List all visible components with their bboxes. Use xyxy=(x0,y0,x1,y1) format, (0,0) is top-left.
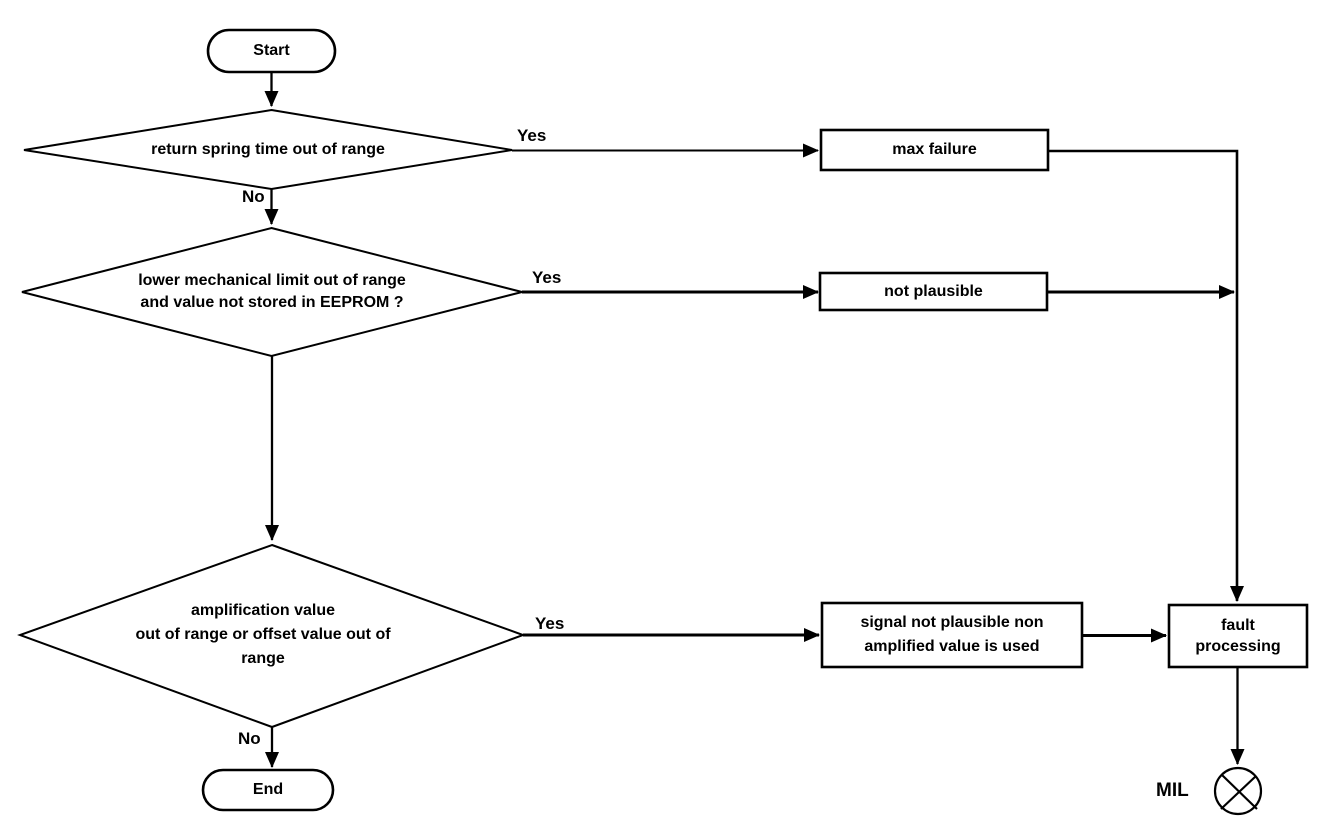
edge-max-failure-to-fault-processing xyxy=(1048,149,1244,602)
decision3-diamond-shape xyxy=(17,543,526,729)
fault-processing-box-shape xyxy=(1167,603,1309,669)
decision2-diamond-shape xyxy=(21,226,523,358)
decision2-yes-label: Yes xyxy=(532,268,562,287)
not-plausible-box-shape xyxy=(818,271,1049,312)
end-terminator-shape xyxy=(201,768,335,812)
start-terminator-shape xyxy=(206,28,337,74)
decision3-yes-label: Yes xyxy=(535,614,565,633)
decision1-diamond-shape xyxy=(23,108,513,191)
signal-not-plausible-label: signal not plausible non amplified value… xyxy=(860,614,1044,655)
mil-label: MIL xyxy=(1156,780,1189,801)
mil-lamp-icon xyxy=(1213,766,1263,816)
signal-not-plausible-box-shape xyxy=(820,601,1084,669)
decision1-yes-label: Yes xyxy=(517,126,547,145)
max-failure-box-shape xyxy=(819,128,1050,172)
max-failure-label: max failure xyxy=(892,141,977,158)
not-plausible-label: not plausible xyxy=(884,282,983,300)
decision3-label: amplification value out of range or offs… xyxy=(135,602,391,667)
decision2-label: lower mechanical limit out of range and … xyxy=(138,272,406,311)
fault-processing-label: fault processing xyxy=(1195,617,1281,655)
decision3-no-label: No xyxy=(238,729,261,748)
decision1-no-label: No xyxy=(242,187,265,206)
end-node-label: End xyxy=(252,781,284,798)
start-node-label: Start xyxy=(253,42,290,59)
decision1-label: return spring time out of range xyxy=(151,141,385,158)
